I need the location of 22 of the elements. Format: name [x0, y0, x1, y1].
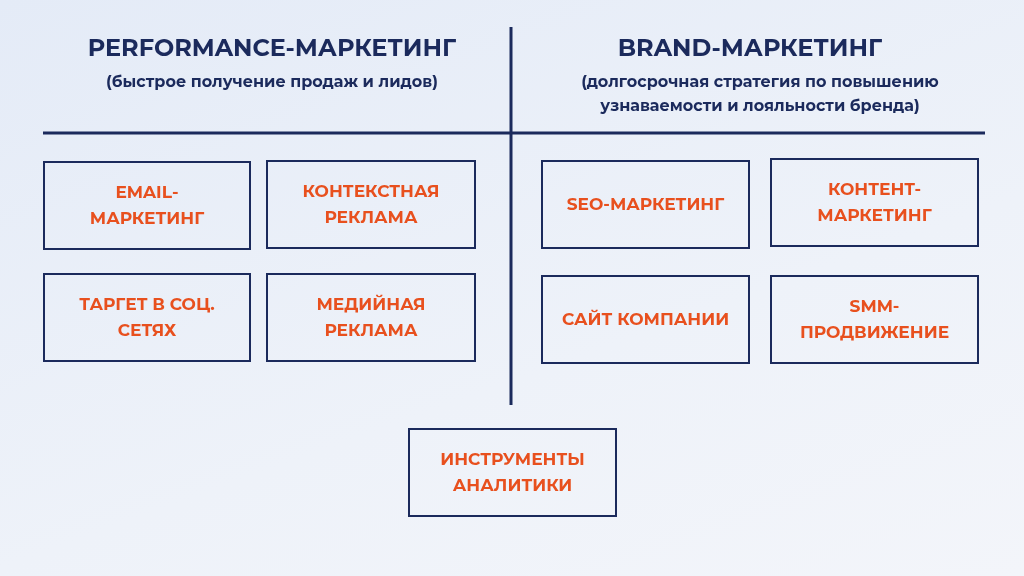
category-box	[43, 273, 251, 362]
subtitle: (долгосрочная стратегия по повышению узнаваемости и лояльности бренда)	[580, 71, 940, 117]
category-name: ИНСТРУМЕНТЫ АНАЛИТИКИ	[439, 448, 586, 497]
category-box	[266, 273, 476, 362]
category-box	[541, 160, 750, 249]
category-box	[266, 160, 476, 249]
category-box	[770, 158, 979, 247]
category-name: SMM-ПРОДВИЖЕНИЕ	[798, 295, 951, 344]
category-name: МЕДИЙНАЯ РЕКЛАМА	[315, 293, 427, 342]
heading: PERFORMANCE-МАРКЕТИНГ	[86, 32, 458, 64]
heading: BRAND-МАРКЕТИНГ	[616, 32, 884, 64]
category-box	[541, 275, 750, 364]
subtitle: (быстрое получение продаж и лидов)	[105, 71, 439, 93]
category-name: ТАРГЕТ В СОЦ. СЕТЯХ	[78, 293, 216, 342]
category-box	[43, 161, 251, 250]
category-name: САЙТ КОМПАНИИ	[561, 307, 730, 331]
category-box	[770, 275, 979, 364]
category-name: SEO-МАРКЕТИНГ	[566, 192, 725, 216]
category-name: КОНТЕНТ-МАРКЕТИНГ	[816, 178, 933, 227]
category-box	[408, 428, 617, 517]
category-name: EMAIL-МАРКЕТИНГ	[88, 181, 206, 230]
category-name: КОНТЕКСТНАЯ РЕКЛАМА	[301, 180, 441, 229]
